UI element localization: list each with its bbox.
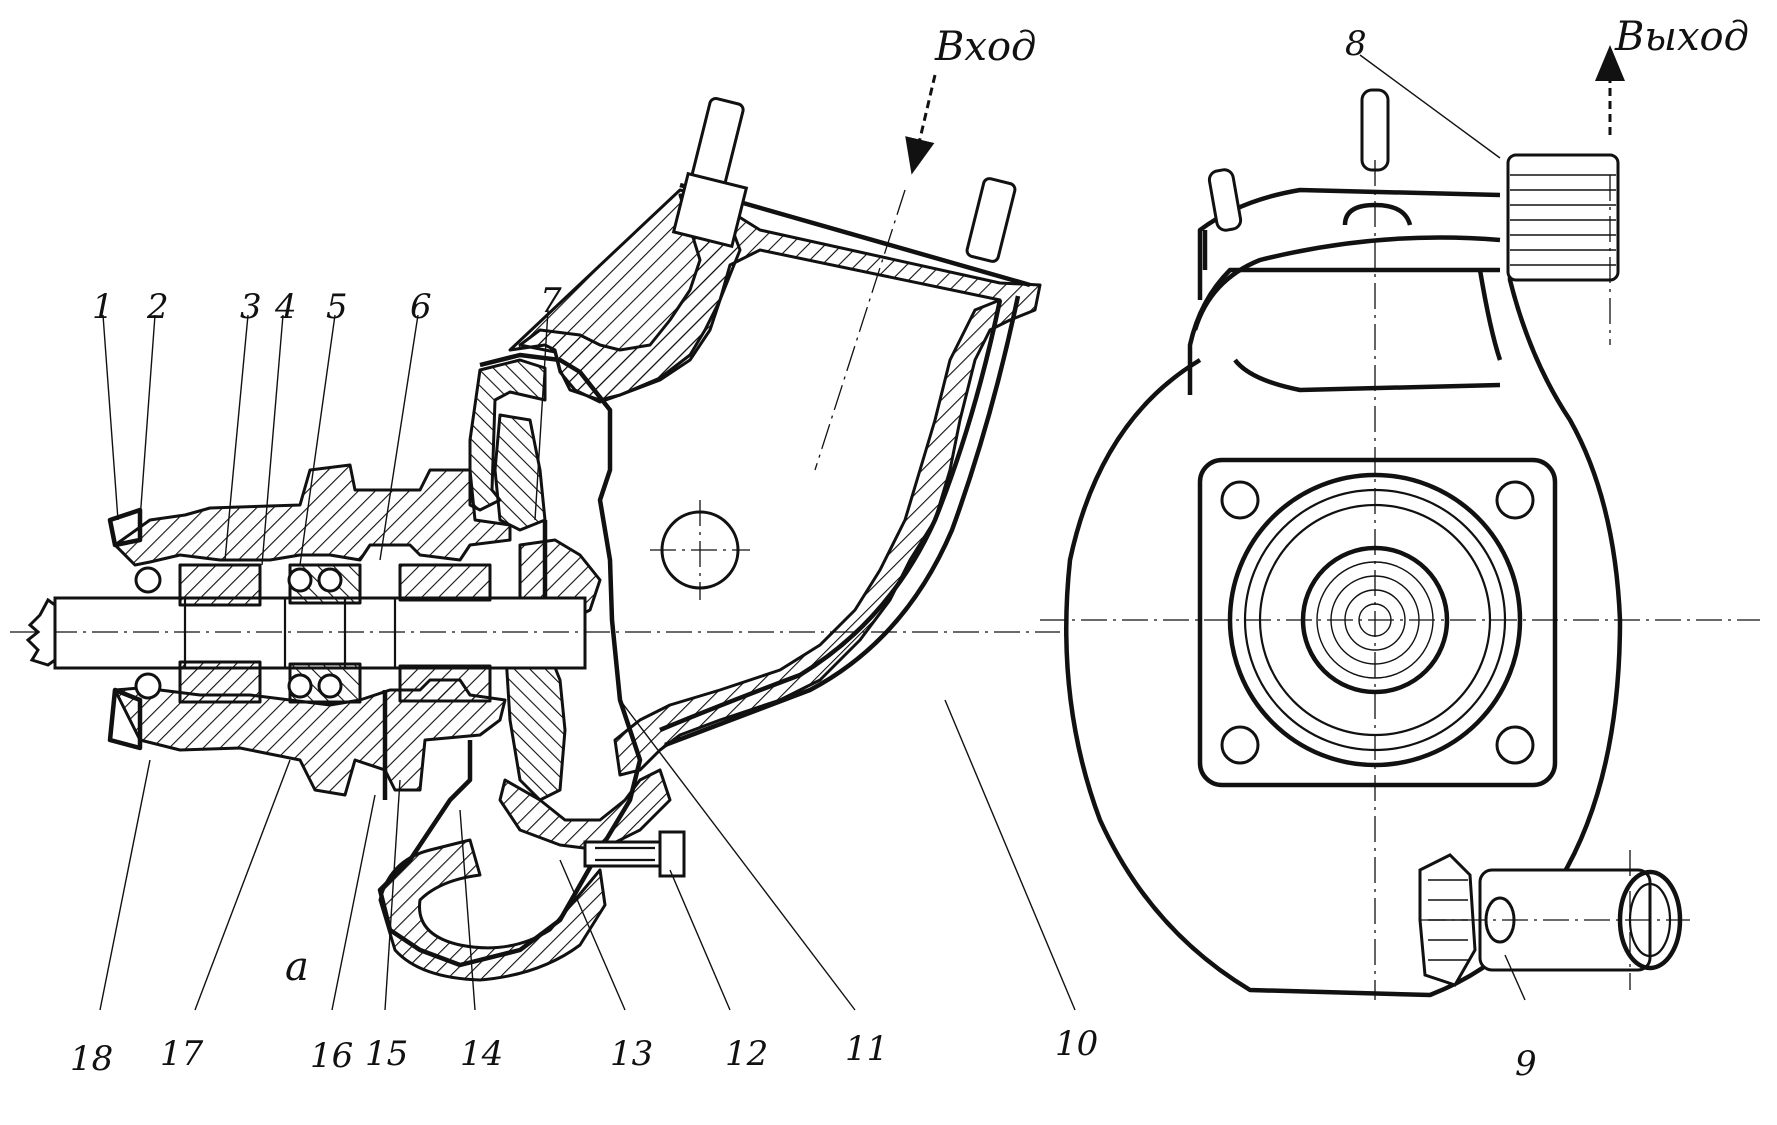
- callout-15: 15: [365, 1034, 408, 1074]
- bearing-upper: [178, 563, 262, 607]
- callout-13: 13: [610, 1034, 653, 1074]
- callout-3: 3: [240, 287, 262, 327]
- drain-bolt: [583, 830, 686, 878]
- callout-6: 6: [410, 287, 432, 327]
- inlet-label: Вход: [934, 24, 1036, 70]
- callout-7: 7: [540, 281, 562, 321]
- callout-18: 18: [70, 1039, 113, 1079]
- flange-nut-left: [671, 171, 749, 249]
- volute-casing: [377, 352, 672, 982]
- drain-bolt-shank: [583, 840, 667, 868]
- section-view: [10, 96, 1060, 982]
- drive-gear-end: [25, 597, 57, 667]
- top-stud-1: [1360, 88, 1390, 172]
- drain-bolt-head: [658, 830, 686, 878]
- callout-2: 2: [146, 287, 169, 327]
- callout-8: 8: [1345, 24, 1367, 64]
- inlet-arrow: [905, 74, 937, 175]
- detail-a-label: a: [285, 944, 309, 990]
- top-stud-2: [1207, 168, 1243, 232]
- drain-nozzle: [1418, 850, 1690, 990]
- outlet-nozzle: [1506, 153, 1620, 282]
- flange-stud-right: [965, 177, 1017, 263]
- seal-lower: [398, 664, 492, 703]
- flange-bolt-3: [1220, 725, 1260, 765]
- callout-5: 5: [326, 287, 348, 327]
- callout-11: 11: [845, 1029, 888, 1069]
- inlet-elbow: [508, 96, 1042, 777]
- callout-4: 4: [274, 287, 297, 327]
- front-view: [1040, 88, 1760, 1000]
- callout-12: 12: [725, 1034, 768, 1074]
- pump-shaft: [53, 596, 587, 670]
- callout-14: 14: [460, 1034, 503, 1074]
- shaft-assembly: [10, 463, 1060, 800]
- bearing-lower: [178, 660, 262, 704]
- callout-9: 9: [1515, 1044, 1537, 1084]
- flange-bolt-4: [1495, 725, 1535, 765]
- callout-10: 10: [1055, 1024, 1098, 1064]
- callout-17: 17: [160, 1034, 204, 1074]
- callout-1: 1: [92, 287, 114, 327]
- callout-16: 16: [310, 1036, 353, 1076]
- seal-upper: [398, 563, 492, 602]
- bearing-flange: [1197, 457, 1558, 788]
- flange-bolt-2: [1495, 480, 1535, 520]
- flange-bolt-1: [1220, 480, 1260, 520]
- outlet-label: Выход: [1614, 14, 1749, 60]
- leader-lines: [99, 54, 1526, 1011]
